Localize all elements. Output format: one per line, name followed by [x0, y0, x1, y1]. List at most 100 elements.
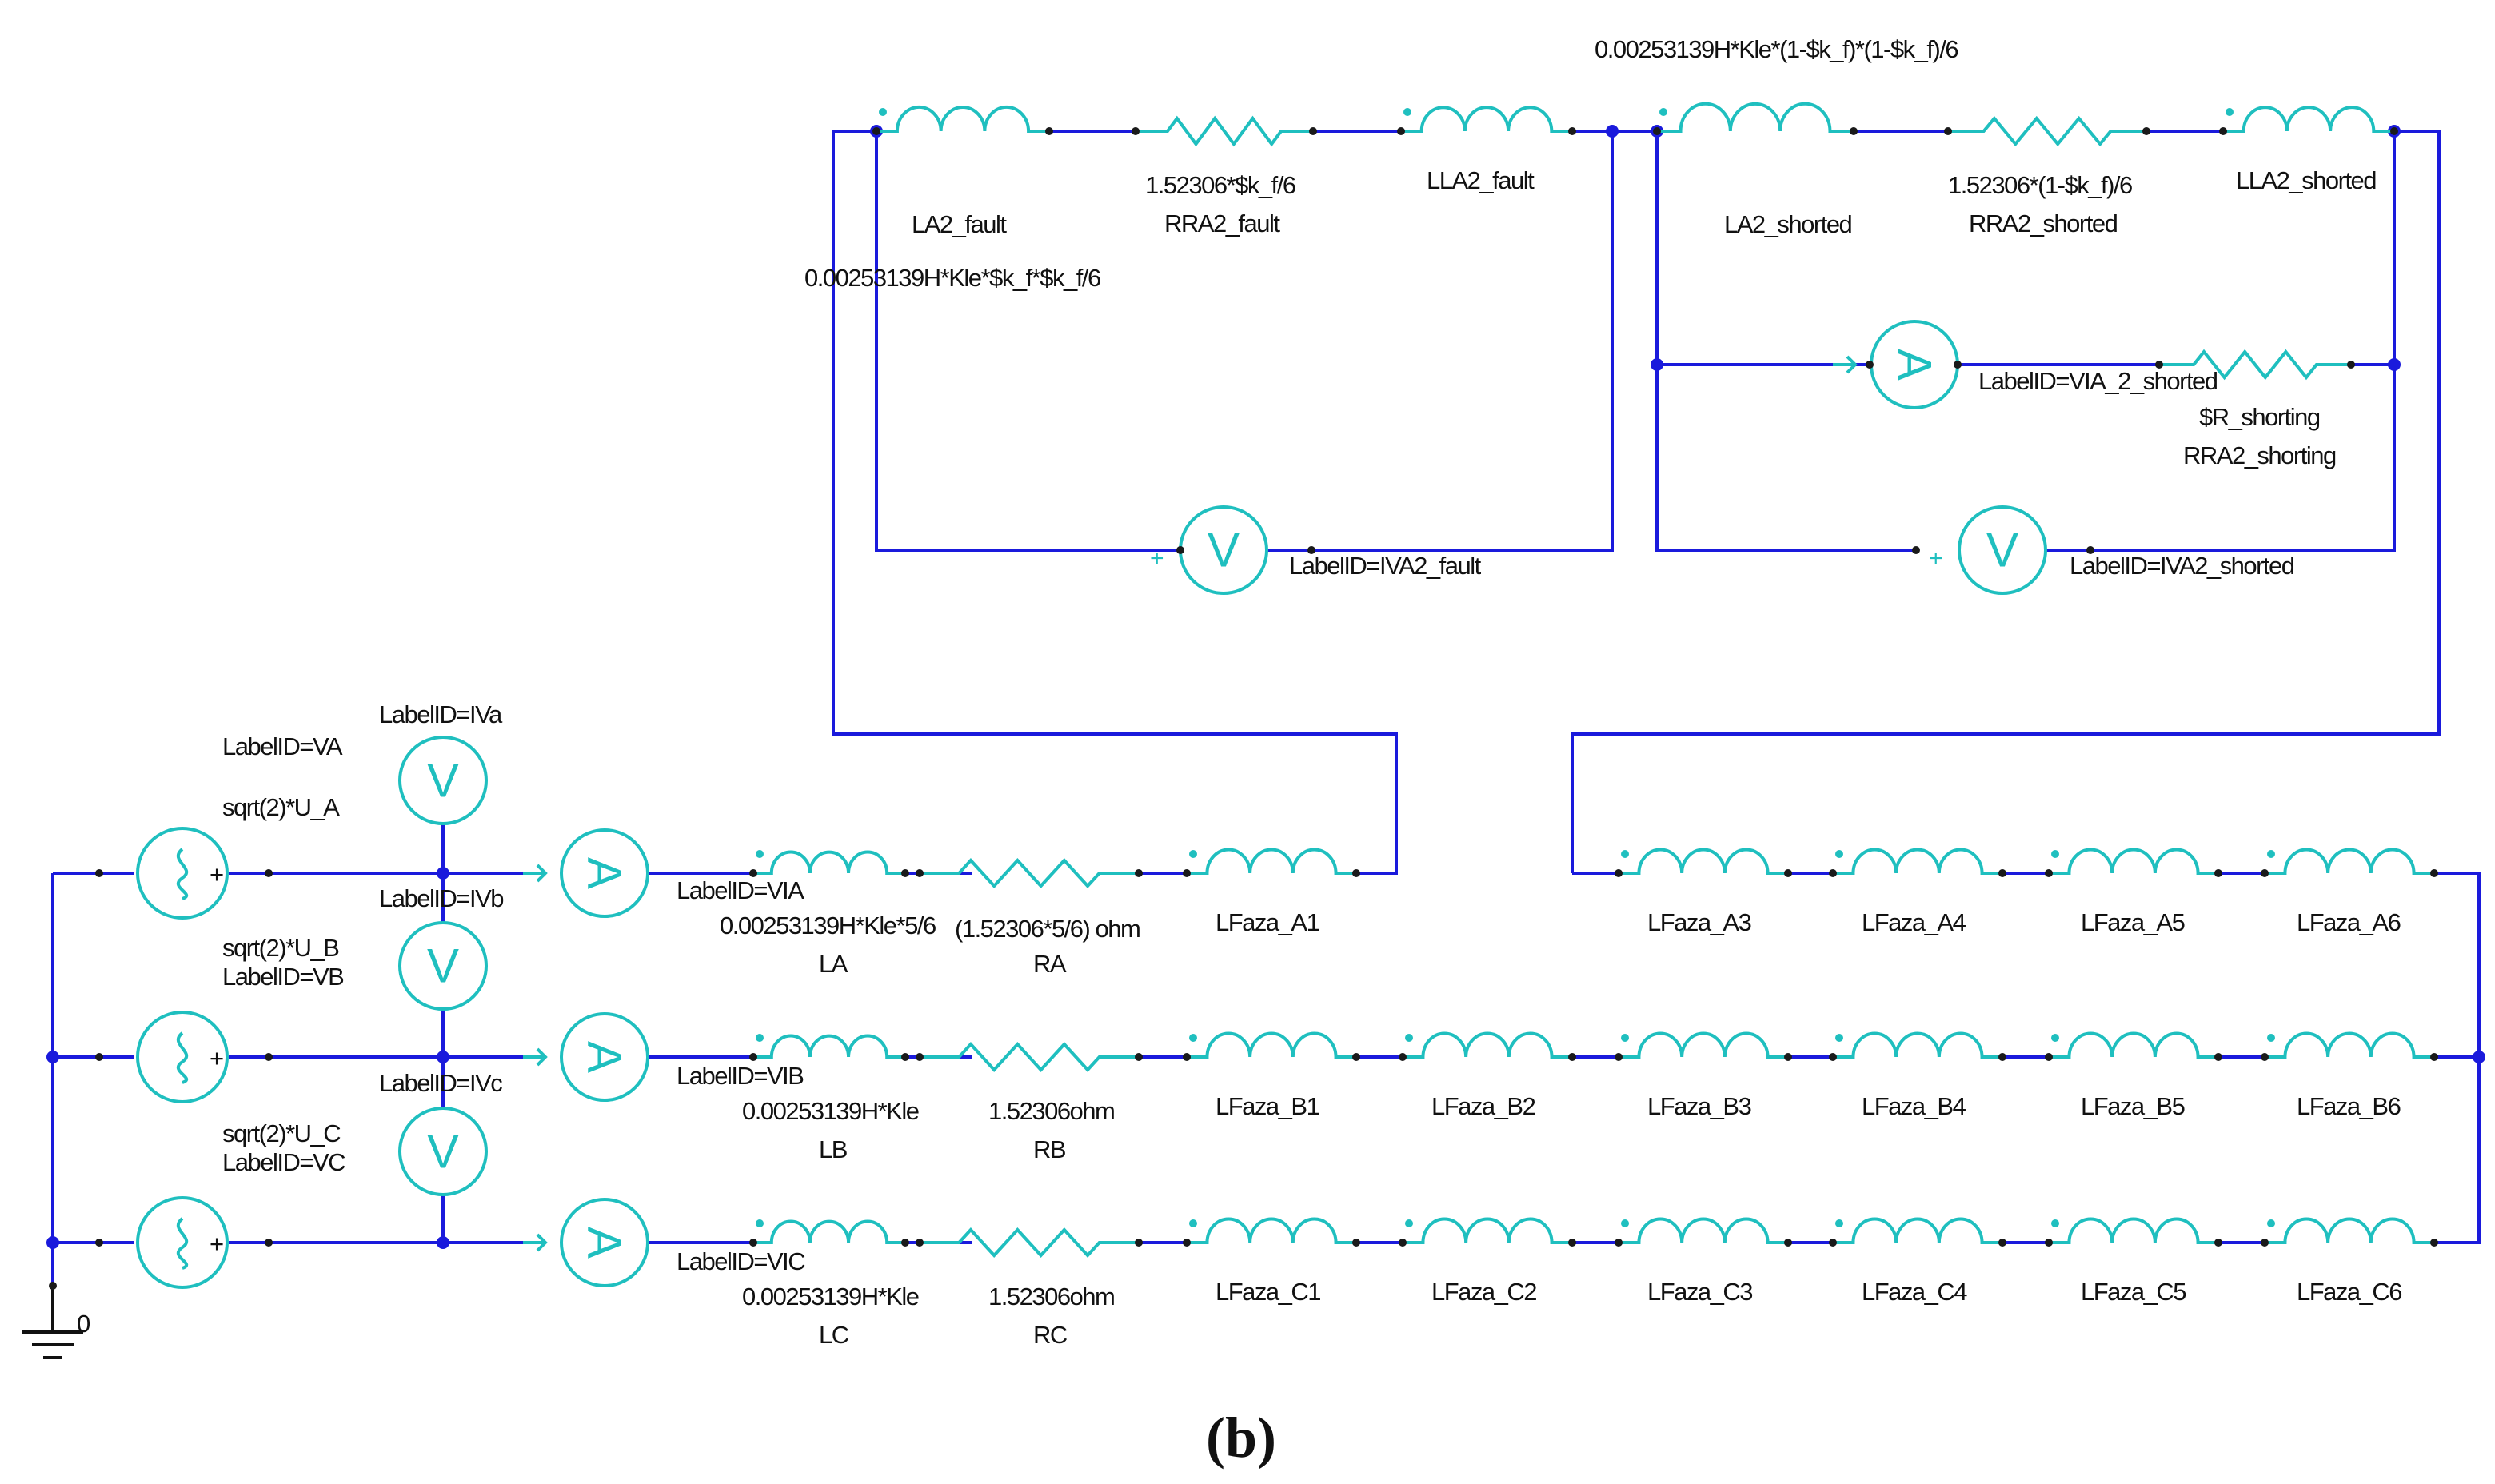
- pin: [1653, 127, 1661, 135]
- pin: [1183, 869, 1191, 877]
- ammeter-vic-body: [560, 1198, 649, 1287]
- polarity-dot: [1403, 108, 1411, 116]
- label-la-value: 0.00253139H*Kle*5/6: [720, 912, 936, 939]
- plus-sign: +: [210, 860, 223, 888]
- pin: [1135, 1053, 1143, 1061]
- inductor-coil: [1833, 848, 2002, 875]
- polarity-dot: [1189, 1034, 1197, 1042]
- voltmeter-iva2-shorted-symbol: V: [1986, 524, 2018, 577]
- voltmeter-ivc: V: [398, 1107, 488, 1196]
- polarity-dot: [879, 108, 887, 116]
- polarity-dot: [1835, 1219, 1843, 1227]
- label-lfaza-b5: LFaza_B5: [2081, 1092, 2185, 1120]
- inductor-lfaza-b6: [2265, 1031, 2434, 1059]
- inductor-lfaza-a4: [1833, 848, 2002, 875]
- ammeter-vib: A: [523, 1012, 649, 1102]
- pin: [1397, 127, 1405, 135]
- inductor-coil: [1187, 1217, 1356, 1244]
- pin: [1784, 1239, 1792, 1247]
- label-rc: RC: [1033, 1321, 1068, 1349]
- inductor-coil: [2049, 848, 2218, 875]
- polarity-dot: [756, 850, 764, 858]
- pin: [95, 1053, 103, 1061]
- inductor-lb: [753, 1034, 905, 1059]
- label-lb: LB: [819, 1135, 848, 1163]
- label-lfaza-c2: LFaza_C2: [1431, 1278, 1536, 1306]
- ac-source-body: [136, 1011, 229, 1103]
- polarity-dot: [756, 1219, 764, 1227]
- pin: [95, 869, 103, 877]
- pin: [1135, 869, 1143, 877]
- current-arrow: [523, 1233, 548, 1252]
- label-lfaza-a5: LFaza_A5: [2081, 908, 2185, 936]
- pin: [1615, 1053, 1623, 1061]
- voltmeter-iva2-fault: V+: [1150, 505, 1268, 595]
- inductor-coil: [2049, 1217, 2218, 1244]
- inductor-lfaza-b1: [1187, 1031, 1356, 1059]
- polarity-dot: [756, 1034, 764, 1042]
- inductor-coil: [753, 850, 905, 875]
- label-lfaza-b3: LFaza_B3: [1647, 1092, 1751, 1120]
- voltmeter-ivb-symbol: V: [427, 939, 459, 993]
- label-u-a: sqrt(2)*U_A: [222, 793, 340, 821]
- label-lla2-shorted: LLA2_shorted: [2236, 166, 2376, 194]
- inductor-coil: [2265, 848, 2434, 875]
- label-via: LabelID=VIA: [677, 876, 804, 904]
- plus-sign: +: [1150, 545, 1164, 572]
- wire: [1571, 130, 2441, 873]
- polarity-dot: [1189, 1219, 1197, 1227]
- inductor-lfaza-a3: [1619, 848, 1788, 875]
- pin: [1399, 1239, 1407, 1247]
- wire: [875, 131, 1180, 552]
- plus-sign: +: [210, 1044, 223, 1072]
- label-lfaza-a3: LFaza_A3: [1647, 908, 1751, 936]
- voltmeter-ivc-body: [398, 1107, 488, 1196]
- pin: [901, 1239, 909, 1247]
- inductor-coil: [2265, 1217, 2434, 1244]
- inductor-coil: [1619, 1031, 1788, 1059]
- voltmeter-ivb: V: [398, 921, 488, 1011]
- polarity-dot: [1405, 1034, 1413, 1042]
- pin: [1352, 1053, 1360, 1061]
- pin: [2214, 1239, 2222, 1247]
- polarity-dot: [2267, 850, 2275, 858]
- label-lfaza-a1: LFaza_A1: [1216, 908, 1319, 936]
- voltmeter-iva2-shorted: V+: [1929, 505, 2047, 595]
- pin: [1568, 127, 1576, 135]
- inductor-coil: [1403, 1217, 1572, 1244]
- label-va: LabelID=VA: [222, 732, 343, 760]
- label-iva2-shorted: LabelID=IVA2_shorted: [2070, 552, 2294, 580]
- polarity-dot: [1835, 850, 1843, 858]
- polarity-dot: [2051, 1034, 2059, 1042]
- label-u-b: sqrt(2)*U_B: [222, 934, 339, 962]
- polarity-dot: [1621, 850, 1629, 858]
- ammeter-vic-symbol: A: [578, 1227, 632, 1259]
- label-lc-value: 0.00253139H*Kle: [742, 1283, 919, 1310]
- pin: [1568, 1239, 1576, 1247]
- label-la2-fault: LA2_fault: [912, 210, 1007, 238]
- resistor-zigzag: [920, 858, 1139, 888]
- inductor-coil: [1403, 1031, 1572, 1059]
- pin: [916, 869, 924, 877]
- inductor-coil: [876, 105, 1049, 133]
- inductor-lfaza-c1: [1187, 1217, 1356, 1244]
- sine-icon: [176, 1217, 189, 1270]
- pin: [901, 1053, 909, 1061]
- pin: [1829, 1239, 1837, 1247]
- pin: [2261, 1053, 2269, 1061]
- resistor-zigzag: [1948, 115, 2146, 147]
- ground-icon: [22, 1286, 83, 1359]
- ammeter-vib-body: [560, 1012, 649, 1102]
- pin: [749, 869, 757, 877]
- label-lfaza-b4: LFaza_B4: [1862, 1092, 1966, 1120]
- pin: [1352, 1239, 1360, 1247]
- inductor-coil: [1833, 1217, 2002, 1244]
- inductor-la: [753, 850, 905, 875]
- current-arrow: [523, 864, 548, 883]
- pin: [1829, 1053, 1837, 1061]
- label-vic: LabelID=VIC: [677, 1247, 805, 1275]
- inductor-coil: [2049, 1031, 2218, 1059]
- pin: [1183, 1239, 1191, 1247]
- label-lfaza-b1: LFaza_B1: [1216, 1092, 1319, 1120]
- resistor-rra2-shorting: [2159, 349, 2351, 381]
